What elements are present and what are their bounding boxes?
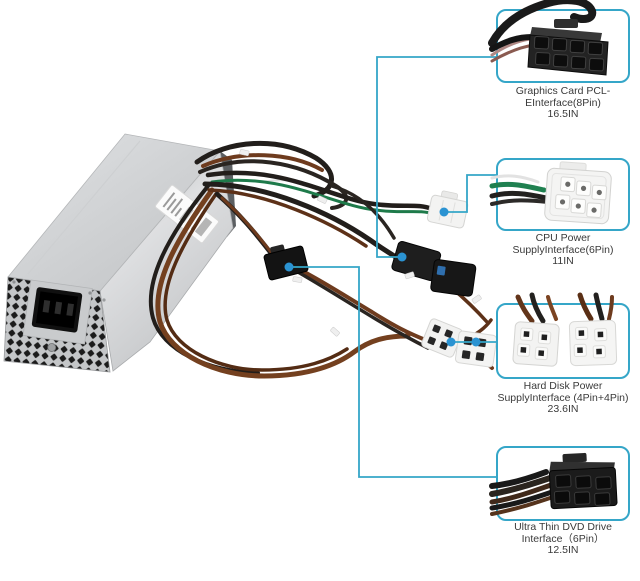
ac-inlet: [22, 279, 93, 352]
hdd-connector-graphic: [512, 292, 618, 367]
dvd-connector: [263, 244, 309, 281]
callout-label-line: CPU Power: [535, 232, 591, 244]
callout-dots: [284, 207, 481, 347]
gpu-connector-graphic: [488, 0, 609, 76]
cable-ties: [239, 149, 482, 337]
callout-length-value: 12.5IN: [547, 544, 579, 556]
callout-length-value: 16.5IN: [547, 108, 579, 120]
callout-length-value: 23.6IN: [547, 403, 579, 415]
cpu-connector: [426, 190, 469, 229]
callout-label-line: SupplyInterface(6Pin): [512, 243, 614, 256]
callout-label-line: Ultra Thin DVD Drive: [514, 521, 612, 533]
callout-label-dvd-drive: Ultra Thin DVD Drive Interface（6Pin） 12.…: [483, 521, 640, 557]
cpu-connector-graphic: [489, 161, 612, 225]
callout-label-line: Hard Disk Power: [523, 380, 603, 392]
callout-label-line: Interface（6Pin）: [521, 532, 605, 545]
dvd-connector-graphic: [489, 452, 618, 516]
callout-label-line: Graphics Card PCL-: [515, 85, 611, 97]
callout-label-graphics-card: Graphics Card PCL- EInterface(8Pin) 16.5…: [483, 85, 640, 121]
callout-label-line: SupplyInterface (4Pin+4Pin): [497, 391, 629, 404]
gpu-connector: [391, 241, 477, 297]
callout-length-value: 11IN: [552, 255, 574, 267]
callout-label-hard-disk: Hard Disk Power SupplyInterface (4Pin+4P…: [483, 380, 640, 416]
cable-bundle: [148, 140, 494, 379]
hdd-connectors: [421, 318, 498, 368]
callout-label-cpu-power: CPU Power SupplyInterface(6Pin) 11IN: [483, 232, 640, 268]
callout-label-line: EInterface(8Pin): [525, 96, 601, 109]
